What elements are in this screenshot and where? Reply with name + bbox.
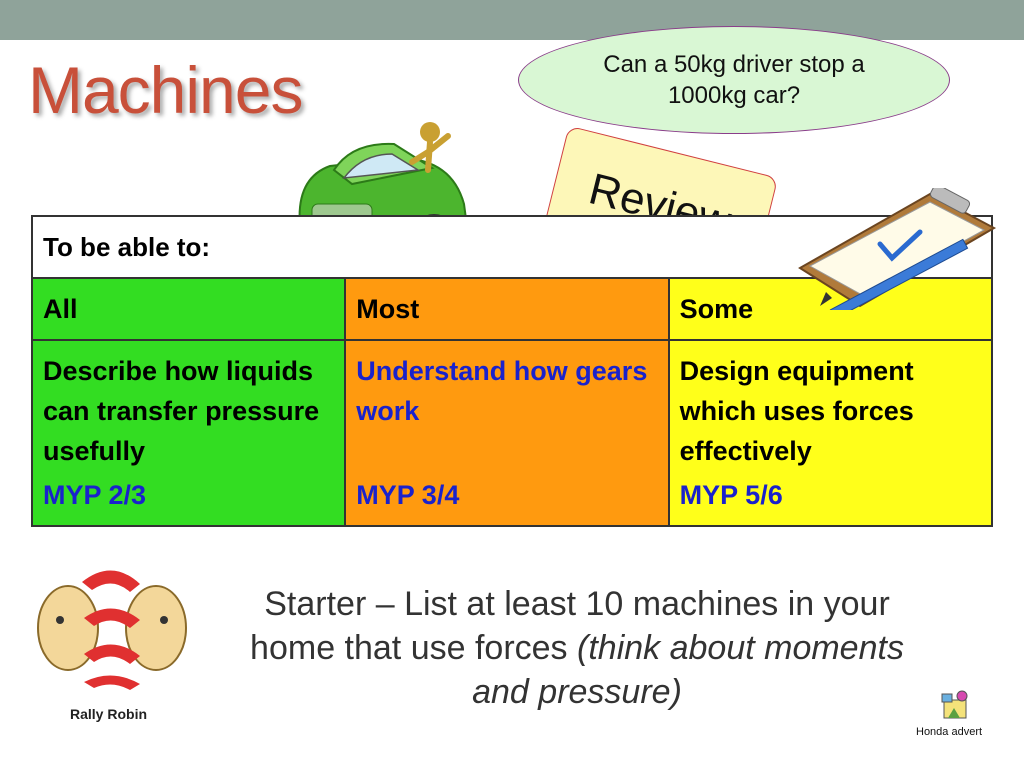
rally-robin-label: Rally Robin bbox=[70, 706, 148, 722]
description-all: Describe how liquids can transfer pressu… bbox=[43, 356, 320, 466]
myp-some: MYP 5/6 bbox=[679, 480, 783, 510]
description-most: Understand how gears work bbox=[356, 356, 648, 426]
slide-title: Machines bbox=[28, 53, 303, 127]
clipboard-pencil-icon bbox=[798, 188, 997, 310]
honda-advert-icon[interactable] bbox=[938, 688, 972, 722]
starter-main: Starter – List at least 10 machines in y… bbox=[250, 585, 890, 667]
level-row: All Most Some bbox=[30, 277, 994, 341]
level-most: Most bbox=[344, 277, 670, 341]
level-all: All bbox=[30, 277, 347, 341]
cell-some: Design equipment which uses forces effec… bbox=[667, 339, 994, 527]
cell-most: Understand how gears work MYP 3/4 bbox=[344, 339, 670, 527]
starter-italic: (think about moments and pressure) bbox=[472, 629, 904, 711]
description-some: Design equipment which uses forces effec… bbox=[679, 356, 914, 466]
myp-all: MYP 2/3 bbox=[43, 480, 147, 510]
question-text: Can a 50kg driver stop a 1000kg car? bbox=[603, 51, 865, 109]
cell-all: Describe how liquids can transfer pressu… bbox=[30, 339, 347, 527]
question-bubble: Can a 50kg driver stop a 1000kg car? bbox=[518, 26, 950, 134]
honda-advert-label[interactable]: Honda advert bbox=[916, 726, 983, 738]
description-row: Describe how liquids can transfer pressu… bbox=[30, 339, 994, 527]
myp-most: MYP 3/4 bbox=[356, 480, 460, 510]
rally-robin-icon bbox=[37, 570, 187, 690]
starter-text: Starter – List at least 10 machines in y… bbox=[222, 582, 932, 714]
top-bar bbox=[0, 0, 1024, 40]
